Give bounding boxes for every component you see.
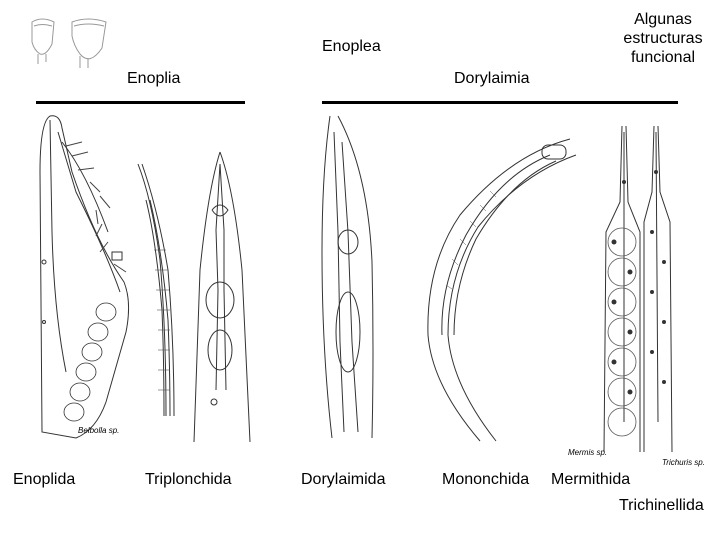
order-label-enoplida: Enoplida <box>13 471 76 488</box>
specimen-caption-trichuris: Trichuris sp. <box>662 458 705 467</box>
triplonchida-nematode-drawing <box>137 163 175 417</box>
triplonchida-head-drawing <box>193 151 251 443</box>
order-label-mononchida: Mononchida <box>442 471 530 488</box>
order-label-triplonchida: Triplonchida <box>145 471 232 488</box>
order-label-dorylaimida: Dorylaimida <box>301 471 386 488</box>
specimen-caption-mermis: Mermis sp. <box>568 448 608 457</box>
class-label-enoplea: Enoplea <box>322 38 381 55</box>
dorylaimia-bracket-line <box>322 101 678 104</box>
structures-label: Algunas estructuras funcional <box>623 11 703 66</box>
cup-sketch-icon <box>31 18 107 68</box>
dorylaimida-nematode-drawing <box>321 115 374 439</box>
subclass-label-enoplia: Enoplia <box>127 70 181 87</box>
enoplia-bracket-line <box>36 101 245 104</box>
enoplida-nematode-drawing <box>39 115 130 439</box>
order-label-mermithida: Mermithida <box>551 471 631 488</box>
mononchida-nematode-drawing <box>427 138 577 442</box>
stichosome-drawing <box>603 125 673 453</box>
specimen-caption-belbolla: Belbolla sp. <box>78 426 120 435</box>
order-label-trichinellida: Trichinellida <box>619 497 704 514</box>
subclass-label-dorylaimia: Dorylaimia <box>454 70 530 87</box>
